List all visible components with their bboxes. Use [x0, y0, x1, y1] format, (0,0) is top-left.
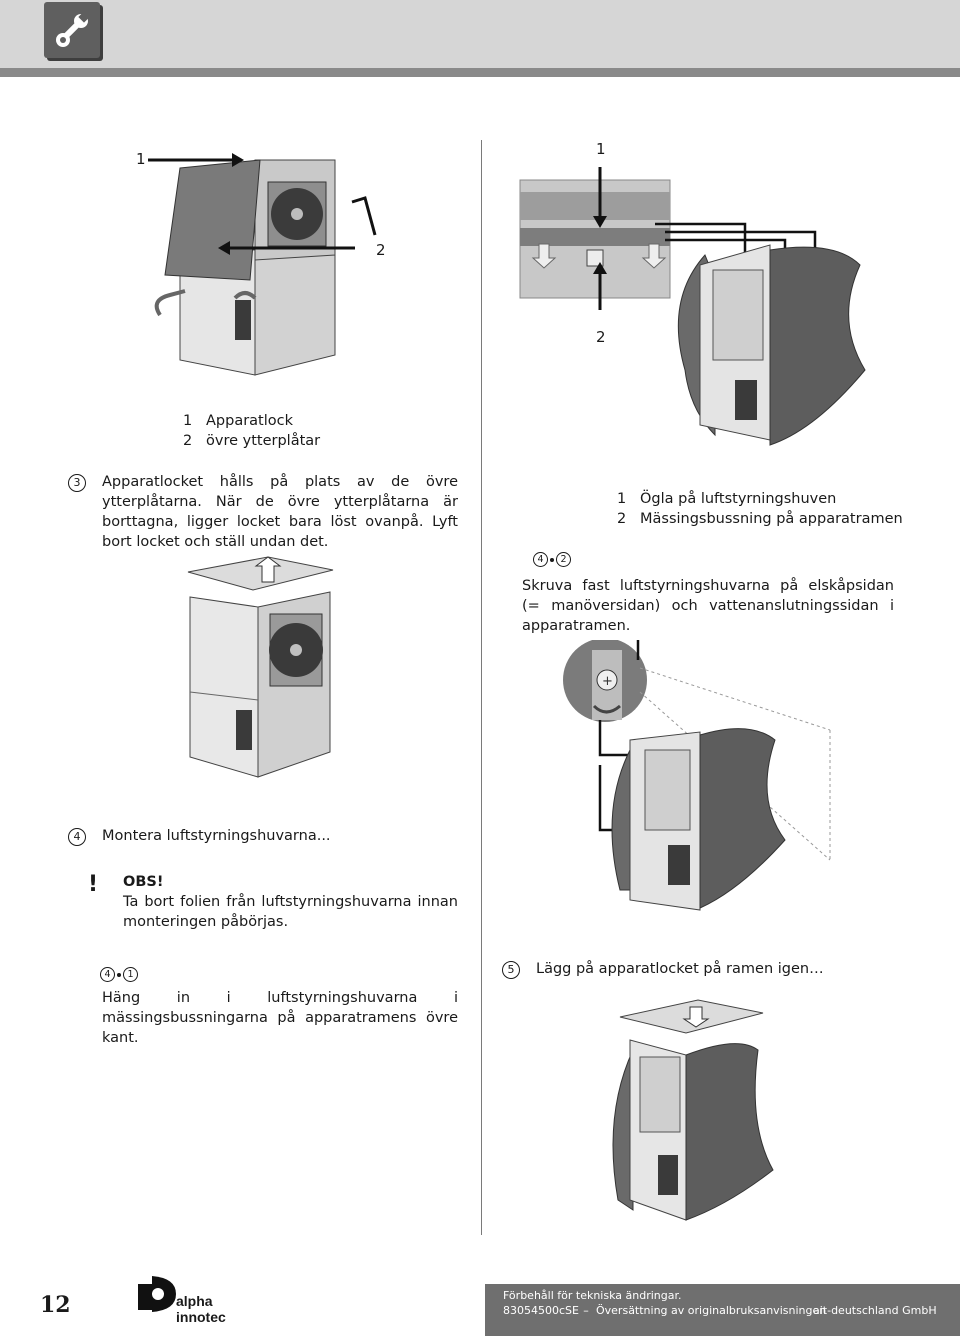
footer-company: ait-deutschland GmbH [813, 1304, 937, 1317]
step-3-marker: 3 [68, 472, 86, 492]
figure-lid-replace [612, 999, 774, 1221]
footer-dash: – [583, 1304, 589, 1317]
step-4-text: Montera luftstyrningshuvarna... [102, 828, 331, 844]
legend-num-2: 2 [183, 433, 193, 449]
legend-num-1: 1 [183, 413, 193, 429]
figure-lid-lifted [187, 556, 334, 778]
legend-text-1: Apparatlock [206, 413, 294, 429]
svg-text:+: + [602, 674, 613, 689]
step-5-text: Lägg på apparatlocket på ramen igen… [536, 961, 824, 977]
step-5-marker: 5 [502, 959, 520, 979]
fig2-label-2: 2 [596, 328, 606, 346]
obs-title: OBS! [123, 874, 164, 890]
obs-text: Ta bort folien från luftstyrningshuvarna… [123, 894, 458, 930]
logo-text: alpha innotec [176, 1293, 226, 1325]
legend-r-num-2: 2 [617, 511, 627, 527]
tool-badge [44, 2, 100, 58]
step-4-2-text: Skruva fast luftstyrningshuvarna på elsk… [522, 578, 894, 634]
fig2-label-1: 1 [596, 140, 606, 158]
footer-disclaimer: Förbehåll för tekniska ändringar. [503, 1289, 682, 1302]
legend-r-num-1: 1 [617, 491, 627, 507]
logo-mark-icon [138, 1276, 176, 1312]
footer-bar: Förbehåll för tekniska ändringar. 830545… [485, 1284, 960, 1336]
fig1-label-1: 1 [136, 150, 146, 168]
figure-screw-fastening: + [563, 640, 831, 911]
step-4-marker: 4 [68, 826, 86, 846]
footer-doc-number: 83054500cSE [503, 1304, 579, 1317]
fig1-label-2: 2 [376, 241, 386, 259]
legend-text-2: övre ytterplåtar [206, 433, 321, 449]
figure-hood-hanging [519, 167, 866, 446]
step-3-text: Apparatlocket hålls på plats av de övre … [102, 474, 458, 550]
page-number: 12 [40, 1292, 71, 1318]
header-bar [0, 0, 960, 68]
legend-r-text-2: Mässingsbussning på apparatramen [640, 511, 903, 527]
footer-doc-desc: Översättning av originalbruksanvisningen [596, 1304, 827, 1317]
figure-lid-removal [148, 153, 377, 376]
legend-r-text-1: Ögla på luftstyrningshuven [640, 491, 837, 507]
warning-icon: ! [88, 872, 99, 897]
step-4-1-text: Häng in i luftstyrningshuvarna i mässing… [102, 990, 458, 1046]
wrench-icon [56, 12, 89, 47]
company-logo: alpha innotec [138, 1276, 258, 1325]
column-divider [481, 140, 482, 1235]
header-rule [0, 68, 960, 77]
